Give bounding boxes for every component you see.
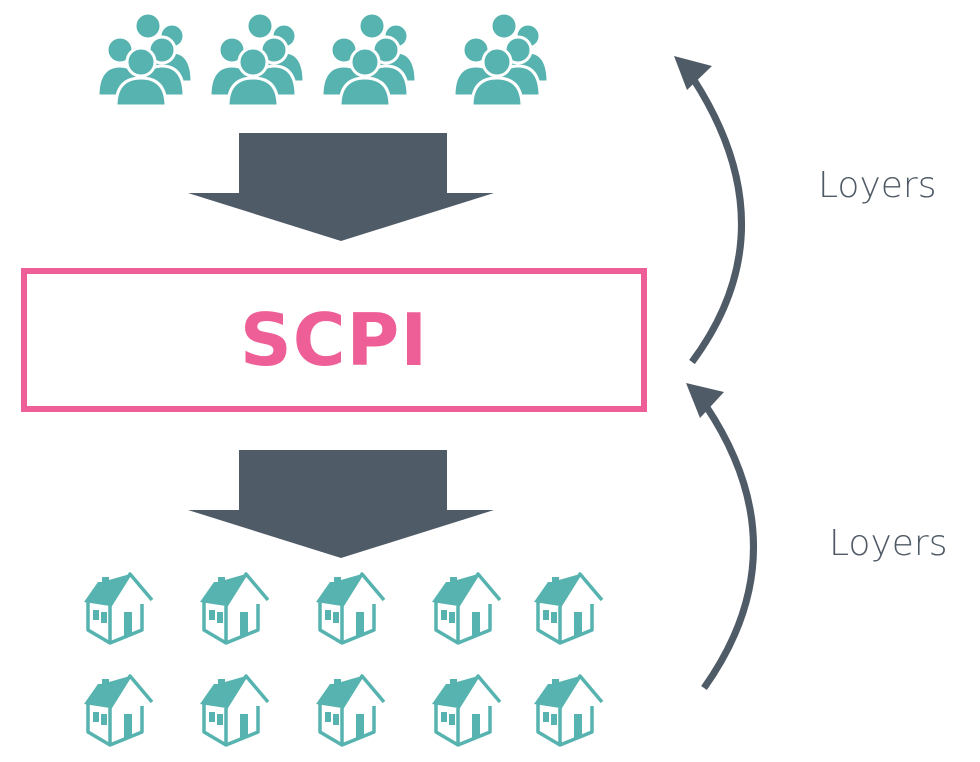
down-arrow-investment <box>188 133 494 241</box>
house-icon <box>196 670 274 748</box>
house-icon <box>312 568 390 646</box>
people-group-icon <box>452 10 556 106</box>
scpi-label: SCPI <box>239 298 429 382</box>
scpi-box: SCPI <box>21 268 647 412</box>
house-icon <box>428 670 506 748</box>
rent-arrow-bottom <box>686 383 757 691</box>
people-group-icon <box>208 10 312 106</box>
rent-arrow-top <box>674 56 745 365</box>
rent-label-bottom: Loyers <box>829 523 948 564</box>
house-icon <box>530 670 608 748</box>
house-icon <box>312 670 390 748</box>
house-icon <box>196 568 274 646</box>
arrowhead-icon <box>674 56 712 90</box>
people-group-icon <box>96 10 200 106</box>
house-icon <box>530 568 608 646</box>
arrowhead-icon <box>686 383 724 418</box>
curved-arrow-shaft <box>689 78 745 365</box>
rent-flow-arrows <box>674 56 757 691</box>
house-icon <box>428 568 506 646</box>
house-icon <box>80 670 158 748</box>
curved-arrow-shaft <box>701 404 757 691</box>
house-icon <box>80 568 158 646</box>
down-arrow-acquisition <box>188 450 494 558</box>
rent-label-top: Loyers <box>818 165 937 206</box>
people-group-icon <box>320 10 424 106</box>
